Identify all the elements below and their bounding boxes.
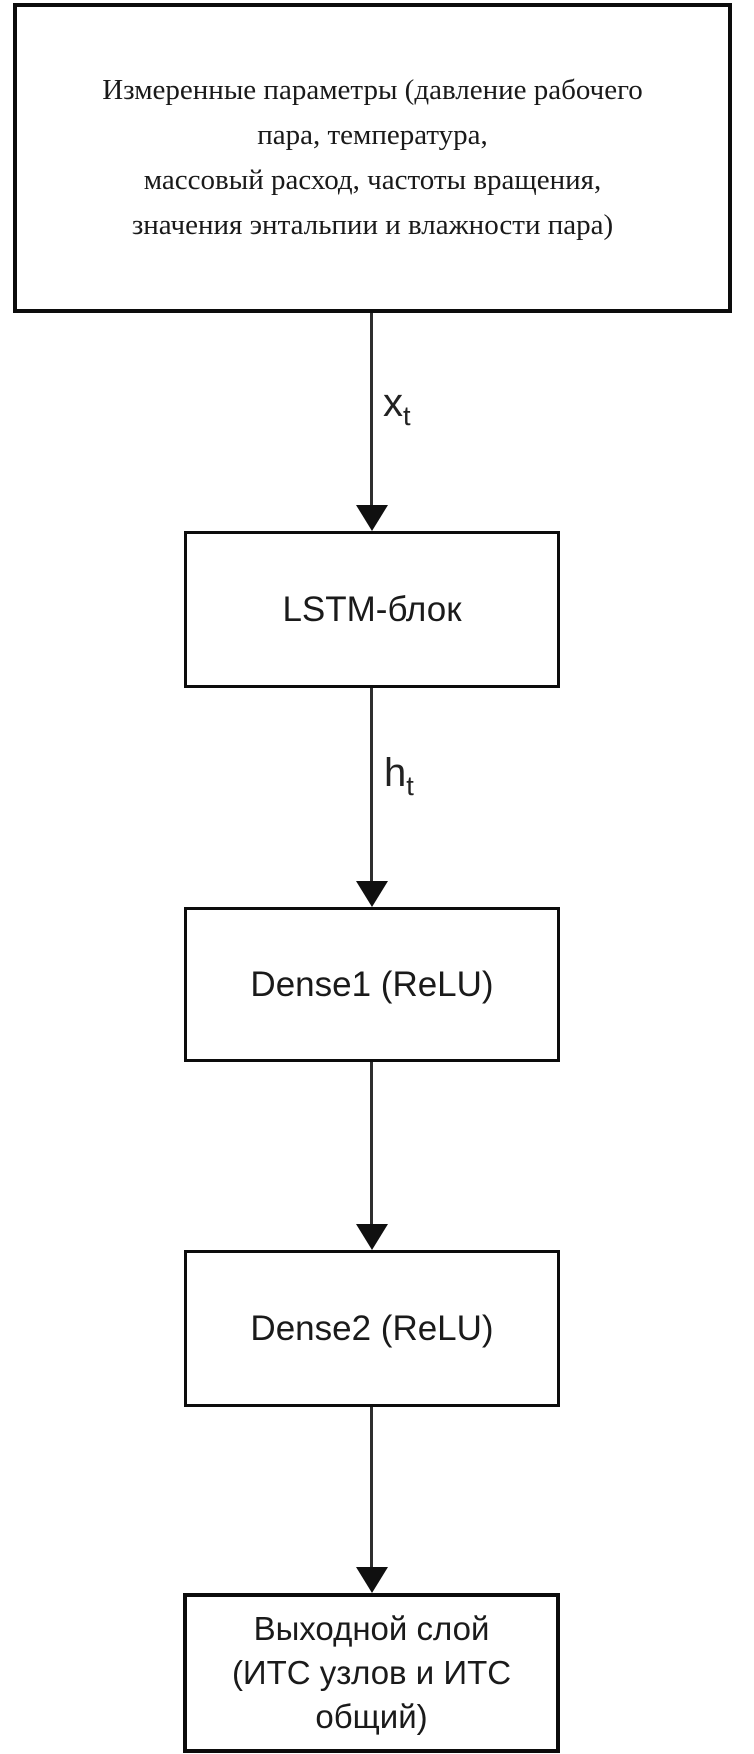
edge-label-ht: ht	[384, 753, 414, 799]
node-output-layer-line-2: (ИТС узлов и ИТС	[231, 1654, 512, 1691]
edge-label-xt-base: x	[383, 381, 403, 425]
edge-input-to-lstm-line	[370, 313, 373, 507]
arrowhead-down-icon	[356, 881, 388, 907]
node-output-layer: Выходной слой (ИТС узлов и ИТС общий)	[183, 1593, 560, 1753]
node-dense1: Dense1 (ReLU)	[184, 907, 560, 1062]
edge-label-xt-subscript: t	[403, 400, 411, 431]
node-measured-parameters-line-1: Измеренные параметры (давление рабочего	[102, 74, 643, 106]
node-dense2: Dense2 (ReLU)	[184, 1250, 560, 1407]
arrowhead-down-icon	[356, 1567, 388, 1593]
arrowhead-down-icon	[356, 505, 388, 531]
edge-label-xt: xt	[383, 383, 411, 429]
node-lstm-block: LSTM-блок	[184, 531, 560, 688]
node-output-layer-line-3: общий)	[315, 1698, 428, 1735]
node-measured-parameters-line-2: пара, температура,	[257, 119, 488, 151]
node-measured-parameters: Измеренные параметры (давление рабочего …	[13, 3, 732, 313]
node-measured-parameters-line-4: значения энтальпии и влажности пара)	[131, 209, 614, 241]
node-dense2-label: Dense2 (ReLU)	[250, 1308, 494, 1348]
edge-label-ht-subscript: t	[406, 770, 414, 801]
node-measured-parameters-line-3: массовый расход, частоты вращения,	[143, 164, 602, 196]
node-output-layer-line-1: Выходной слой	[253, 1610, 490, 1647]
edge-dense1-to-dense2-line	[370, 1062, 373, 1226]
edge-label-ht-base: h	[384, 751, 407, 795]
edge-lstm-to-dense1-line	[370, 688, 373, 883]
edge-dense2-to-output-line	[370, 1407, 373, 1569]
arrowhead-down-icon	[356, 1224, 388, 1250]
node-lstm-label: LSTM-блок	[282, 589, 462, 629]
node-dense1-label: Dense1 (ReLU)	[250, 964, 494, 1004]
